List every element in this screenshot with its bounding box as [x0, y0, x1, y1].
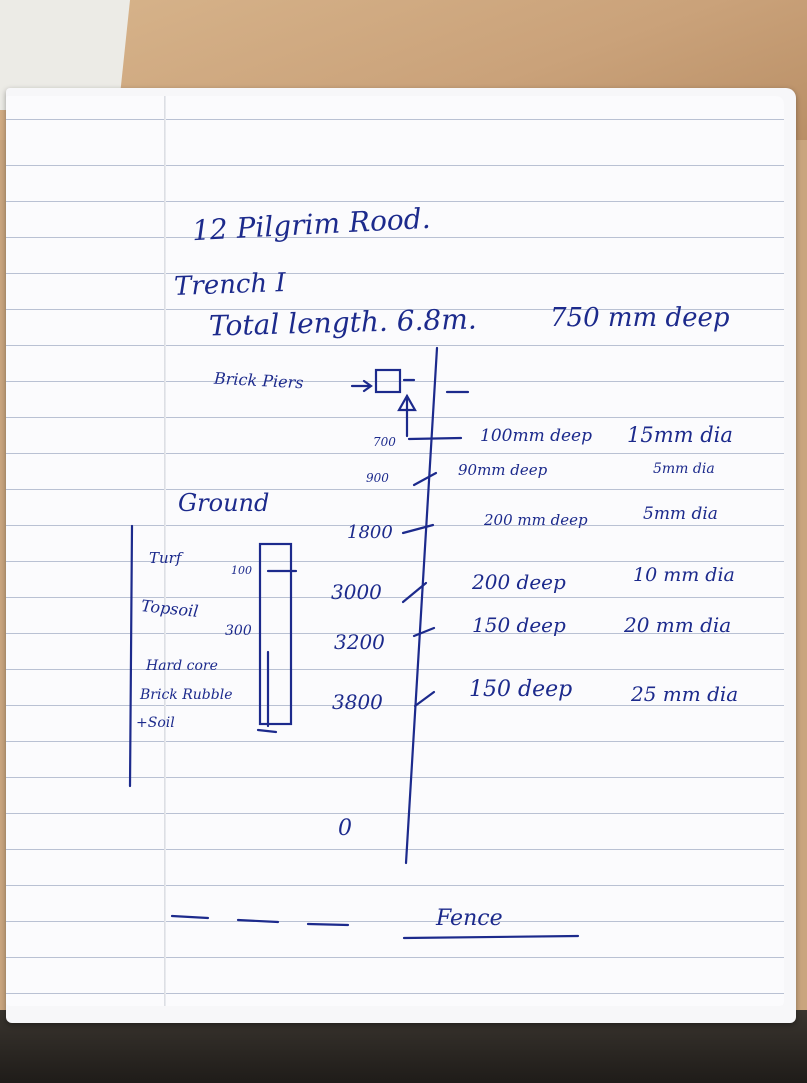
margin-line [128, 524, 134, 788]
marker-depth: 150 deep [472, 613, 566, 637]
up-arrow-head [397, 393, 417, 412]
marker-position: 3000 [331, 580, 382, 604]
marker-position: 3200 [334, 630, 385, 654]
brick-pier-box [374, 368, 402, 394]
arrow-to-pier-head [362, 379, 373, 393]
tick-700 [407, 436, 463, 441]
fence-dash-1 [170, 914, 210, 920]
marker-diameter: 10 mm dia [633, 564, 735, 586]
turf-depth: 100 [231, 564, 252, 577]
turf-label: Turf [149, 549, 182, 567]
marker-diameter: 15mm dia [627, 423, 733, 447]
ground-heading: Ground [178, 489, 270, 517]
ink-drawing [128, 346, 580, 940]
marker-diameter: 25 mm dia [631, 682, 739, 706]
trench-heading: Trench I [173, 268, 287, 302]
marker-depth: 200 mm deep [484, 511, 588, 529]
marker-depth: 200 deep [472, 570, 566, 594]
marker-diameter: 20 mm dia [624, 613, 732, 637]
marker-depth: 90mm deep [458, 461, 548, 479]
page-gutter [164, 96, 166, 1006]
marker-position: 3800 [332, 690, 383, 714]
trench-line [404, 346, 439, 865]
marker-position: 1800 [347, 522, 393, 543]
tick-900 [412, 471, 438, 487]
total-length: Total length. 6.8m. [208, 302, 478, 343]
marker-position: 900 [366, 471, 389, 485]
marker-depth: 100mm deep [480, 426, 592, 446]
marker-diameter: 5mm dia [653, 461, 715, 477]
marker-position: 700 [373, 435, 396, 449]
marker-depth: 150 deep [469, 677, 573, 702]
tick-3200 [412, 626, 436, 638]
ground-column [258, 542, 293, 726]
tick-1800 [401, 523, 435, 535]
topsoil-depth: 300 [225, 623, 252, 639]
fence-dash-2 [236, 918, 280, 924]
marker-diameter: 5mm dia [643, 504, 718, 524]
notebook-page: 12 Pilgrim Rood. Trench I Total length. … [6, 96, 784, 1006]
fence-underline [402, 934, 580, 940]
hardcore-label: +Soil [136, 715, 175, 731]
brick-piers-label: Brick Piers [213, 368, 304, 393]
zero-label: 0 [338, 816, 352, 841]
hardcore-label: Hard core [146, 658, 218, 674]
column-base [256, 728, 278, 734]
fence-dash-3 [306, 922, 350, 927]
tick-3800 [413, 690, 436, 708]
fence-label: Fence [436, 906, 503, 931]
tick-3000 [401, 581, 428, 604]
trench-depth: 750 mm deep [550, 303, 730, 333]
hardcore-label: Brick Rubble [140, 687, 233, 703]
